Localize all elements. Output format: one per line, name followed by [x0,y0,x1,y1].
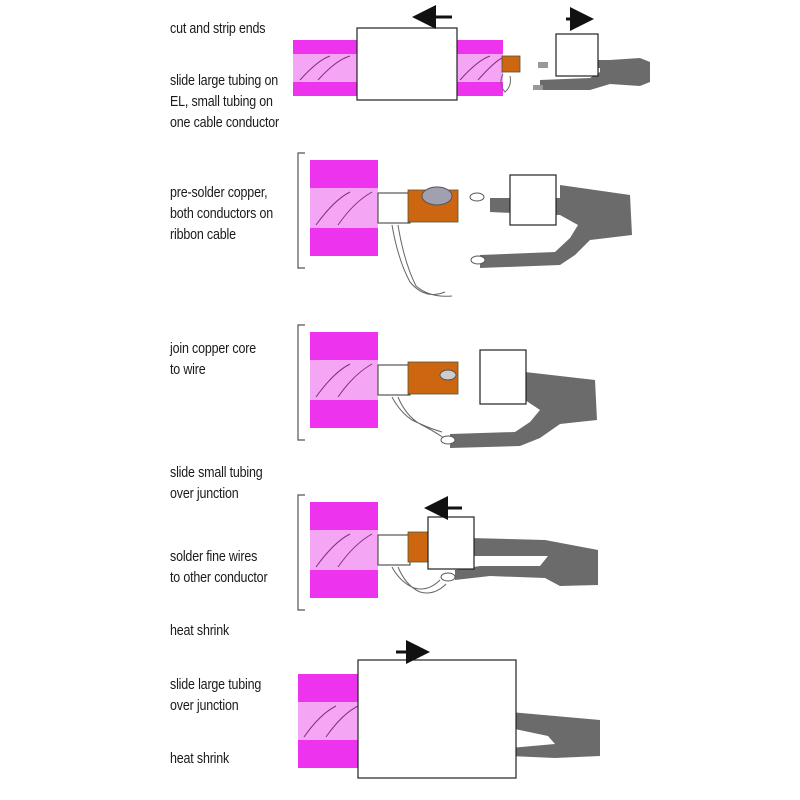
step1-label-el-small: EL, small tubing on [170,94,273,110]
step5-el-core [298,702,362,740]
step3-clear-layer [377,364,411,396]
step3-lower-conductor [440,435,456,445]
step1-core-stripes [299,55,503,81]
step1-label-one-cable: one cable conductor [170,115,280,131]
step2-fine-wires [391,224,453,297]
step4-label-other-conductor: to other conductor [170,570,268,586]
step2-presolder-upper [469,192,485,202]
step1-label-cut-strip: cut and strip ends [170,21,266,37]
step2-solder-blob [421,186,453,206]
step1-conductor-tip-upper [538,62,548,68]
step1-fine-wire [500,73,511,93]
step1-conductor-tip-lower [533,85,543,90]
step3-core-stripes [315,363,373,398]
step3-label-to-wire: to wire [170,362,206,378]
step1-drawing [293,5,650,101]
step1-label-slide-large: slide large tubing on [170,73,279,89]
step2-label-both-conductors: both conductors on [170,206,273,222]
step2-clear-layer [377,192,411,224]
step2-label-pre-solder: pre-solder copper, [170,185,268,201]
step1-copper-stub [501,55,521,73]
step3-label-join-copper: join copper core [170,341,256,357]
step4-bracket [297,494,305,611]
step5-label-heat-shrink: heat shrink [170,751,230,767]
step4-small-tube [427,516,475,570]
step4-el-core [310,530,378,570]
step4-clear-layer [377,534,411,566]
step2-small-tube [509,174,557,226]
step3-fine-wires [391,396,445,439]
step1-large-tube [356,27,458,101]
step3-small-tube [479,349,527,405]
step1-small-tube [555,33,599,77]
step2-bracket [297,152,305,269]
step4-fine-wires [391,566,447,594]
step2-drawing [297,152,632,297]
step5-label-over-junction: over junction [170,698,239,714]
step3-joint [439,369,457,381]
step3-el-core [310,360,378,400]
step4-lower-joint [440,572,456,582]
step5-drawing [298,640,600,779]
step5-large-tube [357,659,517,779]
step4-label-solder-fine: solder fine wires [170,549,258,565]
step2-label-ribbon-cable: ribbon cable [170,227,236,243]
step4-core-stripes [315,533,373,568]
step4-label-heat-shrink: heat shrink [170,623,230,639]
step2-presolder-lower [470,255,486,265]
step5-ribbon-cable [510,712,600,758]
step2-core-stripes [315,191,373,226]
step5-core-stripes [303,705,359,738]
step3-drawing [297,324,597,448]
step4-drawing [297,494,598,611]
step3-bracket [297,324,305,441]
step5-label-slide-large: slide large tubing [170,677,262,693]
step4-label-over-junction: over junction [170,486,239,502]
step2-el-core [310,188,378,228]
step4-ribbon-cable [455,538,598,586]
step4-label-slide-small: slide small tubing [170,465,263,481]
